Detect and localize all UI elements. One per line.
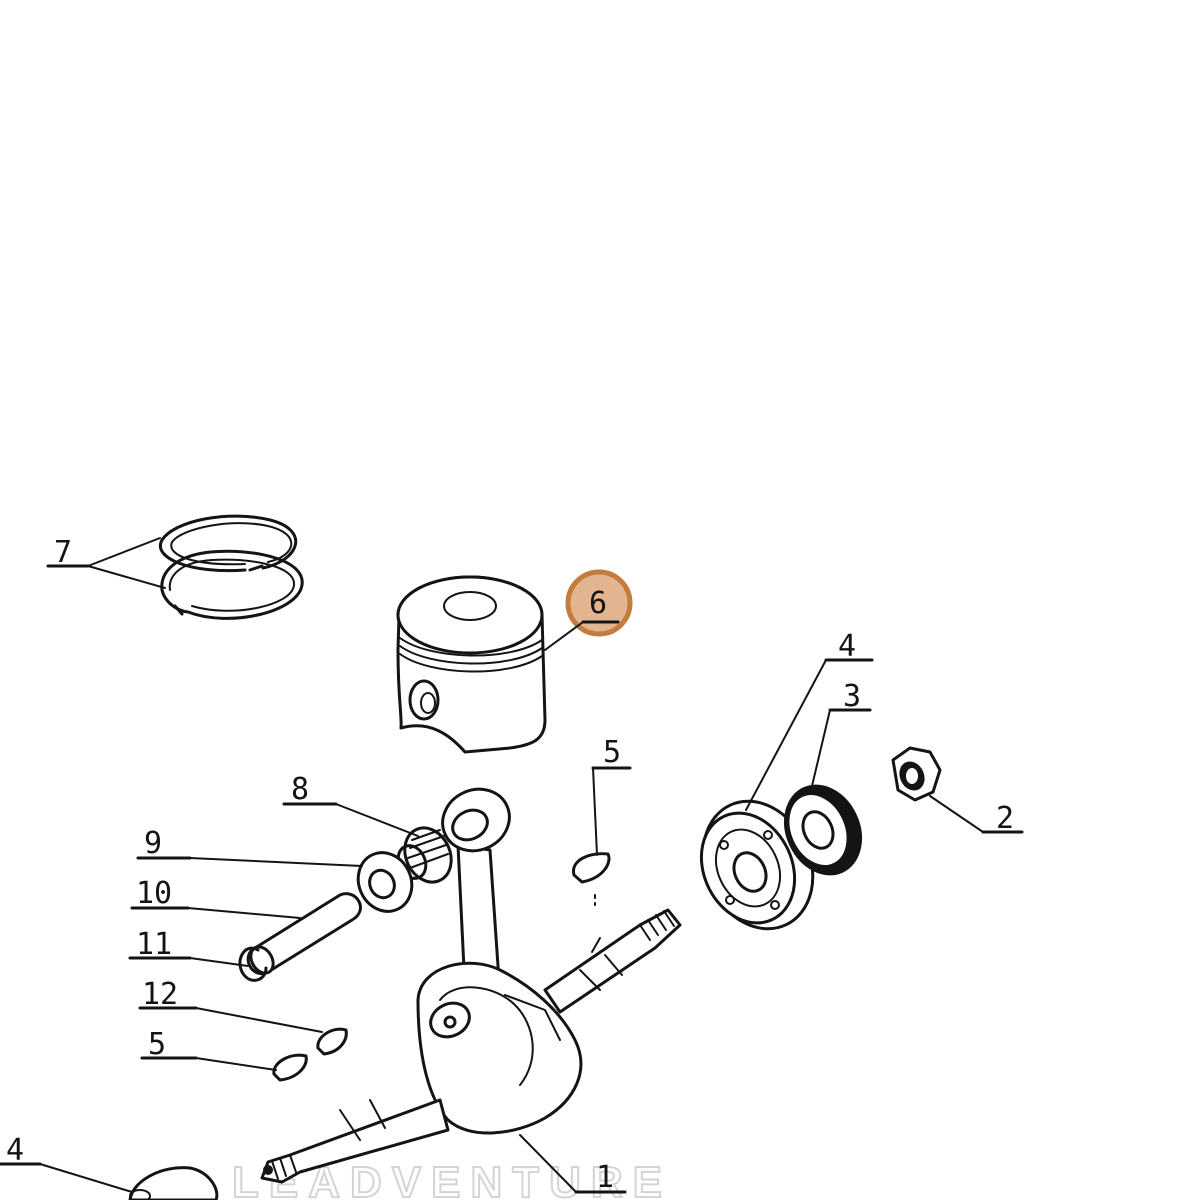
needle-bearing[interactable]	[282, 802, 460, 890]
piston[interactable]	[396, 575, 547, 754]
woodruff-key-bottom[interactable]	[140, 1053, 308, 1082]
callout-4-right[interactable]: 4	[838, 629, 856, 664]
crankshaft-assembly[interactable]	[260, 778, 682, 1194]
circlip[interactable]	[128, 946, 268, 982]
callout-1[interactable]: 1	[596, 1160, 614, 1195]
bearing-left-partial[interactable]	[0, 1162, 219, 1200]
callout-7[interactable]: 7	[54, 535, 72, 570]
piston-pin[interactable]	[130, 892, 362, 977]
piston-rings[interactable]	[46, 514, 304, 620]
callout-8[interactable]: 8	[291, 772, 309, 807]
callout-11[interactable]: 11	[136, 927, 172, 962]
callout-12[interactable]: 12	[142, 977, 178, 1012]
callout-3[interactable]: 3	[843, 679, 861, 714]
callout-5-bottom[interactable]: 5	[148, 1027, 166, 1062]
callout-2[interactable]: 2	[996, 801, 1014, 836]
callout-4-left[interactable]: 4	[6, 1133, 24, 1168]
callout-9[interactable]: 9	[144, 826, 162, 861]
thrust-washer[interactable]	[136, 844, 421, 920]
woodruff-key-top[interactable]	[572, 766, 632, 906]
callout-5-top[interactable]: 5	[603, 735, 621, 770]
highlight-circle[interactable]	[565, 569, 633, 637]
callout-6[interactable]: 6	[589, 586, 607, 621]
woodruff-key-12[interactable]	[138, 1006, 348, 1056]
oil-seal[interactable]	[771, 708, 875, 887]
nut[interactable]	[891, 746, 1024, 834]
callout-10[interactable]: 10	[136, 876, 172, 911]
bearing-right[interactable]	[683, 658, 874, 947]
